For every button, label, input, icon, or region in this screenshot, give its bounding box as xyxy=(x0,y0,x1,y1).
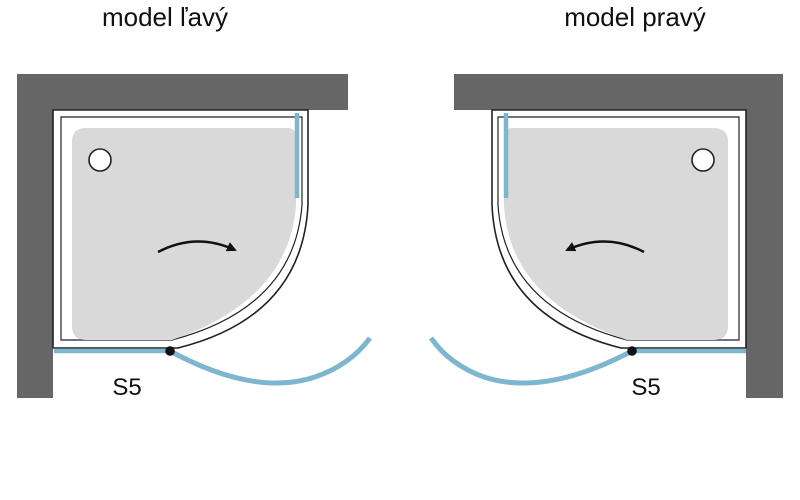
right-model-diagram: model pravý S5 xyxy=(428,2,783,401)
left-inner-frame xyxy=(60,116,303,341)
left-hinge-point xyxy=(165,346,175,356)
left-wall xyxy=(17,74,348,398)
left-door-swing-arc xyxy=(168,336,373,386)
right-door-swing-arc xyxy=(428,336,634,386)
left-shower-tray xyxy=(72,128,296,340)
left-drain-icon xyxy=(88,148,112,172)
left-model-code: S5 xyxy=(112,374,141,401)
left-model-diagram: model ľavý S5 xyxy=(17,2,373,401)
right-drain-icon xyxy=(691,148,715,172)
right-model-code: S5 xyxy=(631,374,660,401)
right-hinge-point xyxy=(627,346,637,356)
right-wall xyxy=(454,74,783,398)
right-shower-tray xyxy=(504,128,728,340)
left-opening-arrow xyxy=(157,240,237,254)
right-model-title: model pravý xyxy=(564,2,706,32)
right-inner-frame xyxy=(497,116,740,341)
left-model-title: model ľavý xyxy=(102,2,228,32)
right-opening-arrow xyxy=(565,240,645,254)
